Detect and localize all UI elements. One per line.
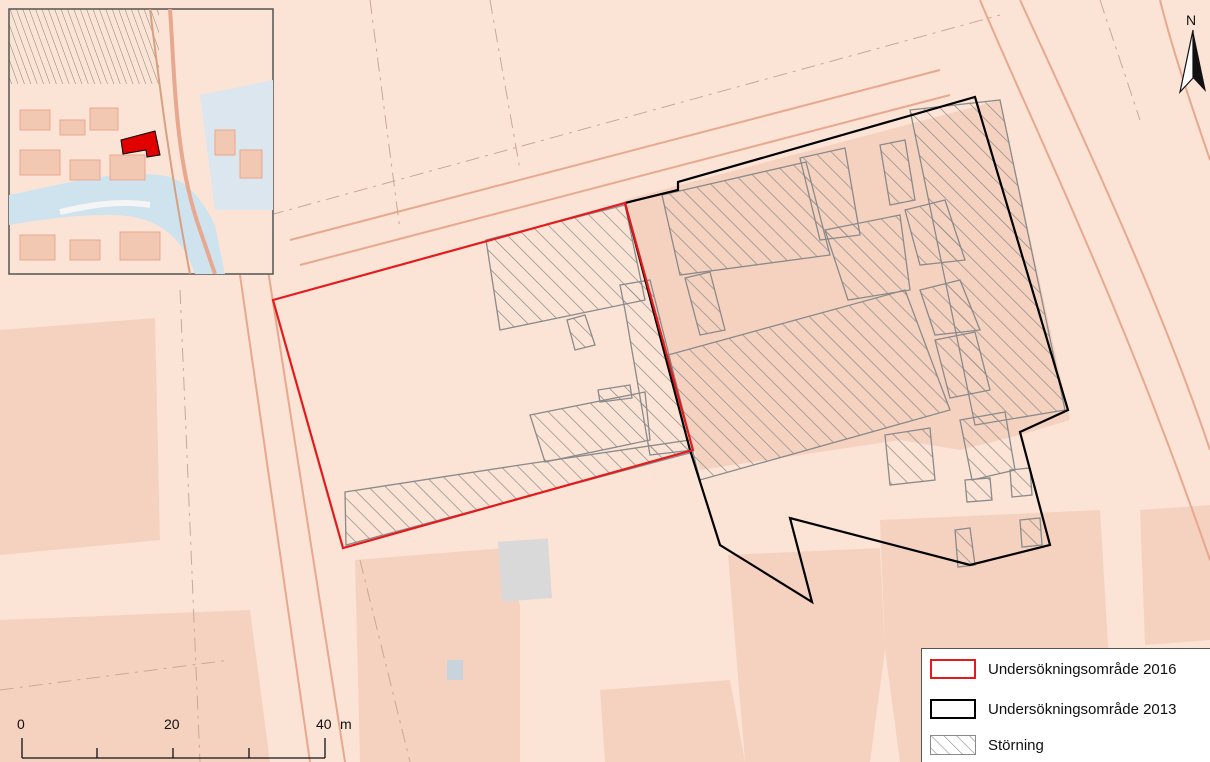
legend-label: Störning <box>988 736 1044 754</box>
survey-area-2016 <box>271 201 695 550</box>
legend-label: Undersökningsområde 2013 <box>988 700 1177 718</box>
scale-label-40: 40 <box>316 716 332 732</box>
north-arrow: N <box>1178 12 1208 94</box>
legend-item-disturbance: Störning <box>930 733 1044 757</box>
scale-bar: 0 20 40 m <box>0 710 360 762</box>
disturbance-areas <box>344 99 1066 568</box>
legend-item-2016: Undersökningsområde 2016 <box>930 657 1176 681</box>
scale-label-0: 0 <box>17 716 25 732</box>
scale-label-20: 20 <box>164 716 180 732</box>
survey-area-2013 <box>623 95 1070 605</box>
road-lines <box>239 0 1210 762</box>
inset-site-marker <box>120 130 161 158</box>
legend-swatch-hatch <box>930 735 976 755</box>
legend-item-2013: Undersökningsområde 2013 <box>930 697 1176 721</box>
legend-label: Undersökningsområde 2016 <box>988 660 1177 678</box>
building-small-grey <box>447 660 463 680</box>
north-letter: N <box>1186 12 1197 28</box>
inset-overview-map <box>8 8 274 275</box>
building-grey-patch <box>497 538 553 602</box>
map-legend: Undersökningsområde 2016 Undersökningsom… <box>921 648 1210 762</box>
scale-unit: m <box>340 716 352 732</box>
north-arrow-icon <box>1178 30 1206 94</box>
legend-swatch-red-outline <box>930 659 976 679</box>
scale-bar-line <box>21 738 326 759</box>
parcel-dashed-lines <box>0 0 1141 762</box>
legend-swatch-black-outline <box>930 699 976 719</box>
